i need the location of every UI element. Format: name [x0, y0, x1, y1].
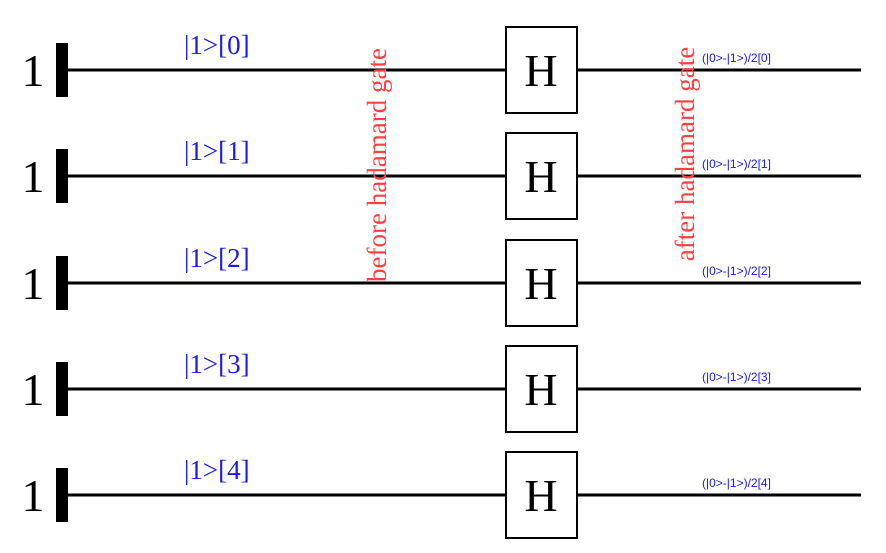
before-gate-annotation: before hadamard gate: [362, 48, 392, 282]
after-state-label: (|0>-|1>)/2[0]: [702, 51, 771, 65]
after-state-label: (|0>-|1>)/2[4]: [702, 476, 771, 490]
qubit-row: 1 |1>[2] H (|0>-|1>)/2[2]: [22, 239, 861, 327]
qubit-row: 1 |1>[3] H (|0>-|1>)/2[3]: [22, 345, 861, 433]
hadamard-gate: H: [505, 132, 578, 220]
qubit-start-bar: [56, 362, 68, 416]
after-state-label: (|0>-|1>)/2[2]: [702, 264, 771, 278]
hadamard-gate: H: [505, 345, 578, 433]
initial-value: 1: [22, 364, 45, 415]
gate-box: [505, 451, 578, 539]
before-state-label: |1>[3]: [184, 349, 250, 379]
qubit-row: 1 |1>[4] H (|0>-|1>)/2[4]: [22, 451, 861, 539]
before-state-label: |1>[0]: [184, 30, 250, 60]
qubit-row: 1 |1>[0] H (|0>-|1>)/2[0]: [22, 26, 861, 114]
hadamard-gate: H: [505, 451, 578, 539]
initial-value: 1: [22, 151, 45, 202]
gate-label: H: [524, 258, 557, 309]
gate-box: [505, 26, 578, 114]
gate-box: [505, 132, 578, 220]
gate-label: H: [524, 364, 557, 415]
gate-box: [505, 239, 578, 327]
gate-label: H: [524, 151, 557, 202]
initial-value: 1: [22, 45, 45, 96]
after-state-label: (|0>-|1>)/2[1]: [702, 157, 771, 171]
gate-label: H: [524, 470, 557, 521]
after-gate-annotation: after hadamard gate: [670, 47, 700, 261]
initial-value: 1: [22, 470, 45, 521]
hadamard-gate: H: [505, 239, 578, 327]
initial-value: 1: [22, 258, 45, 309]
qubit-start-bar: [56, 256, 68, 310]
before-state-label: |1>[1]: [184, 136, 250, 166]
qubit-start-bar: [56, 43, 68, 97]
hadamard-gate: H: [505, 26, 578, 114]
after-state-label: (|0>-|1>)/2[3]: [702, 370, 771, 384]
qubit-start-bar: [56, 149, 68, 203]
qubit-row: 1 |1>[1] H (|0>-|1>)/2[1]: [22, 132, 861, 220]
gate-box: [505, 345, 578, 433]
before-state-label: |1>[4]: [184, 455, 250, 485]
qubit-start-bar: [56, 468, 68, 522]
gate-label: H: [524, 45, 557, 96]
before-state-label: |1>[2]: [184, 243, 250, 273]
